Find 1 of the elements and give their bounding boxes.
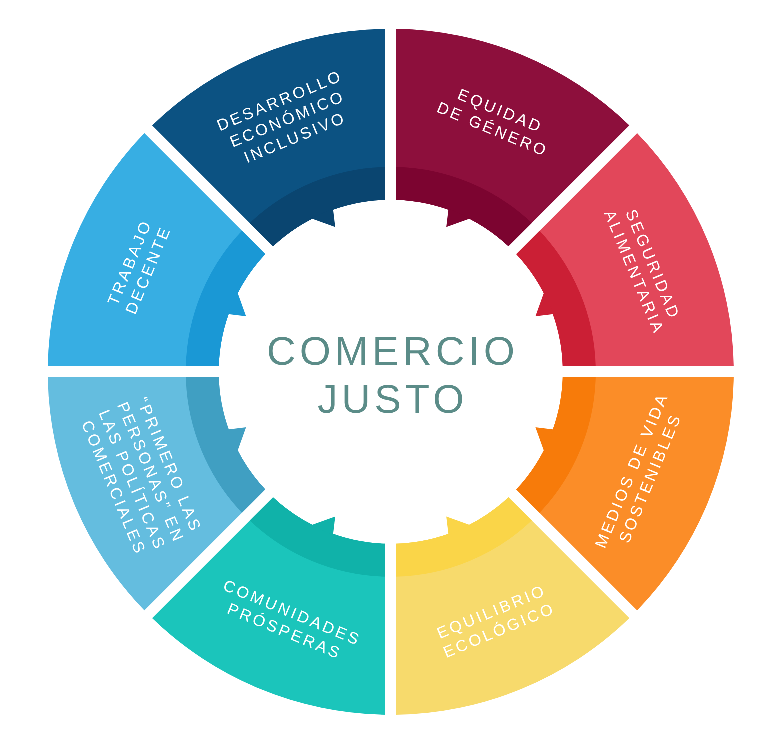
center-title: COMERCIO JUSTO: [266, 329, 519, 424]
